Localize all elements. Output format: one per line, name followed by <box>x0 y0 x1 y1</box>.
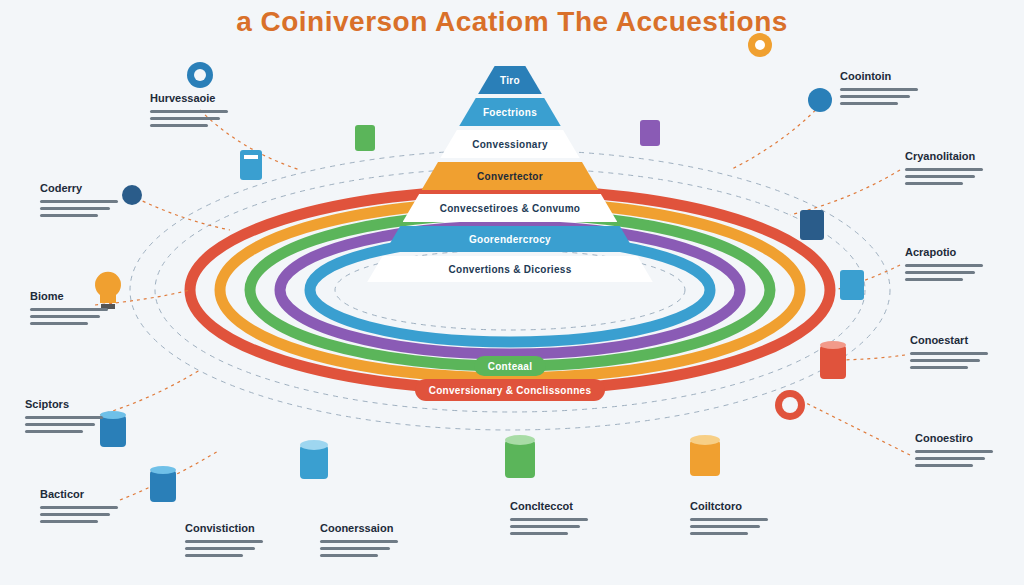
band-label: Conteaal <box>488 361 533 372</box>
cone-band: Convertector <box>422 162 599 190</box>
diagram-title: a Coiniverson Acatiom The Accuestions <box>0 6 1024 38</box>
text-scribble <box>185 540 263 543</box>
text-scribble <box>320 547 390 550</box>
text-scribble <box>510 525 580 528</box>
text-scribble <box>905 264 983 267</box>
text-scribble <box>185 554 243 557</box>
text-scribble <box>910 366 968 369</box>
text-scribble <box>40 214 98 217</box>
text-scribble <box>905 271 975 274</box>
text-scribble <box>905 168 983 171</box>
text-scribble <box>30 308 108 311</box>
text-scribble <box>840 102 898 105</box>
ring-band: Conteaal <box>474 356 547 376</box>
cone-band: Convessionary <box>440 130 579 158</box>
text-scribble <box>510 532 568 535</box>
side-heading: Conoestart <box>910 334 968 346</box>
band-label: Conversionary & Conclissonnes <box>429 385 592 396</box>
band-label: Goorendercrocy <box>469 234 551 245</box>
text-scribble <box>25 423 95 426</box>
text-scribble <box>185 547 255 550</box>
side-heading: Acrapotio <box>905 246 956 258</box>
text-scribble <box>40 513 110 516</box>
cone-band: Goorendercrocy <box>385 226 635 252</box>
text-scribble <box>915 457 985 460</box>
side-heading: Coderry <box>40 182 82 194</box>
text-scribble <box>150 110 228 113</box>
text-scribble <box>690 532 748 535</box>
side-heading: Convistiction <box>185 522 255 534</box>
text-scribble <box>40 520 98 523</box>
side-heading: Cryanolitaion <box>905 150 975 162</box>
text-scribble <box>150 117 220 120</box>
cone-band: Convertions & Dicoriess <box>367 256 653 282</box>
text-scribble <box>915 464 973 467</box>
text-scribble <box>30 322 88 325</box>
text-scribble <box>25 430 83 433</box>
text-scribble <box>910 359 980 362</box>
side-heading: Bacticor <box>40 488 84 500</box>
cone-band: Tiro <box>478 66 542 94</box>
band-label: Convertector <box>477 171 543 182</box>
band-label: Convecsetiroes & Convumo <box>440 203 581 214</box>
text-scribble <box>40 506 118 509</box>
band-label: Convertions & Dicoriess <box>448 264 571 275</box>
text-scribble <box>320 540 398 543</box>
side-heading: Coiltctoro <box>690 500 742 512</box>
text-scribble <box>905 182 963 185</box>
side-heading: Conoestiro <box>915 432 973 444</box>
side-heading: Coointoin <box>840 70 891 82</box>
text-scribble <box>690 525 760 528</box>
ring-band: Conversionary & Conclissonnes <box>415 379 606 401</box>
cone-band: Convecsetiroes & Convumo <box>403 194 618 222</box>
side-heading: Sciptors <box>25 398 69 410</box>
text-scribble <box>915 450 993 453</box>
text-scribble <box>25 416 103 419</box>
text-scribble <box>150 124 208 127</box>
text-scribble <box>910 352 988 355</box>
band-label: Tiro <box>500 75 520 86</box>
side-heading: Conclteccot <box>510 500 573 512</box>
text-scribble <box>840 95 910 98</box>
text-scribble <box>510 518 588 521</box>
text-scribble <box>40 207 110 210</box>
text-scribble <box>30 315 100 318</box>
side-heading: Coonerssaion <box>320 522 393 534</box>
text-scribble <box>840 88 918 91</box>
band-label: Foectrions <box>483 107 537 118</box>
cone-band: Foectrions <box>459 98 560 126</box>
text-scribble <box>905 175 975 178</box>
text-scribble <box>320 554 378 557</box>
text-scribble <box>40 200 118 203</box>
text-scribble <box>905 278 963 281</box>
band-label: Convessionary <box>472 139 548 150</box>
text-scribble <box>690 518 768 521</box>
side-heading: Hurvessaoie <box>150 92 215 104</box>
side-heading: Biome <box>30 290 64 302</box>
